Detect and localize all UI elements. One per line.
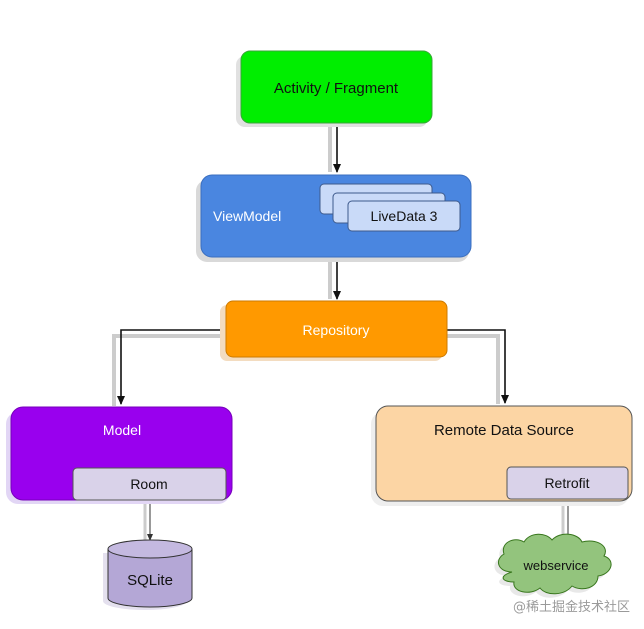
connector-shadow	[112, 334, 222, 406]
repository-node: Repository	[220, 300, 448, 361]
model-label: Model	[103, 422, 141, 438]
repository-box	[225, 300, 448, 358]
sqlite-node: SQLite	[103, 539, 193, 610]
viewmodel-label: ViewModel	[213, 208, 281, 224]
activity-fragment-node: Activity / Fragment	[236, 50, 433, 127]
remote-data-source-node: Remote Data Source Retrofit	[371, 405, 633, 506]
activity-fragment-box	[240, 50, 433, 124]
sqlite-cylinder-body	[107, 549, 193, 608]
connector-shadow	[447, 334, 500, 404]
viewmodel-node: ViewModel LiveData 3	[196, 174, 472, 262]
model-node: Model Room	[6, 406, 233, 504]
connectors	[112, 124, 571, 544]
webservice-label: webservice	[522, 558, 588, 573]
arrow-repository-to-model	[117, 329, 227, 405]
livedata-card-front	[347, 200, 461, 232]
room-box	[72, 467, 227, 501]
retrofit-box	[506, 466, 629, 500]
repository-label: Repository	[303, 322, 370, 338]
activity-fragment-label: Activity / Fragment	[274, 80, 399, 97]
remote-data-source-label: Remote Data Source	[434, 422, 574, 439]
webservice-node: webservice	[494, 533, 612, 598]
sqlite-label: SQLite	[127, 572, 173, 589]
arrow-repository-to-remote	[445, 329, 509, 404]
watermark: @稀土掘金技术社区	[512, 600, 630, 615]
room-label: Room	[130, 476, 167, 492]
webservice-cloud	[497, 533, 612, 595]
livedata-label: LiveData 3	[371, 208, 438, 224]
retrofit-label: Retrofit	[544, 475, 589, 491]
sqlite-cylinder-top	[107, 539, 193, 559]
